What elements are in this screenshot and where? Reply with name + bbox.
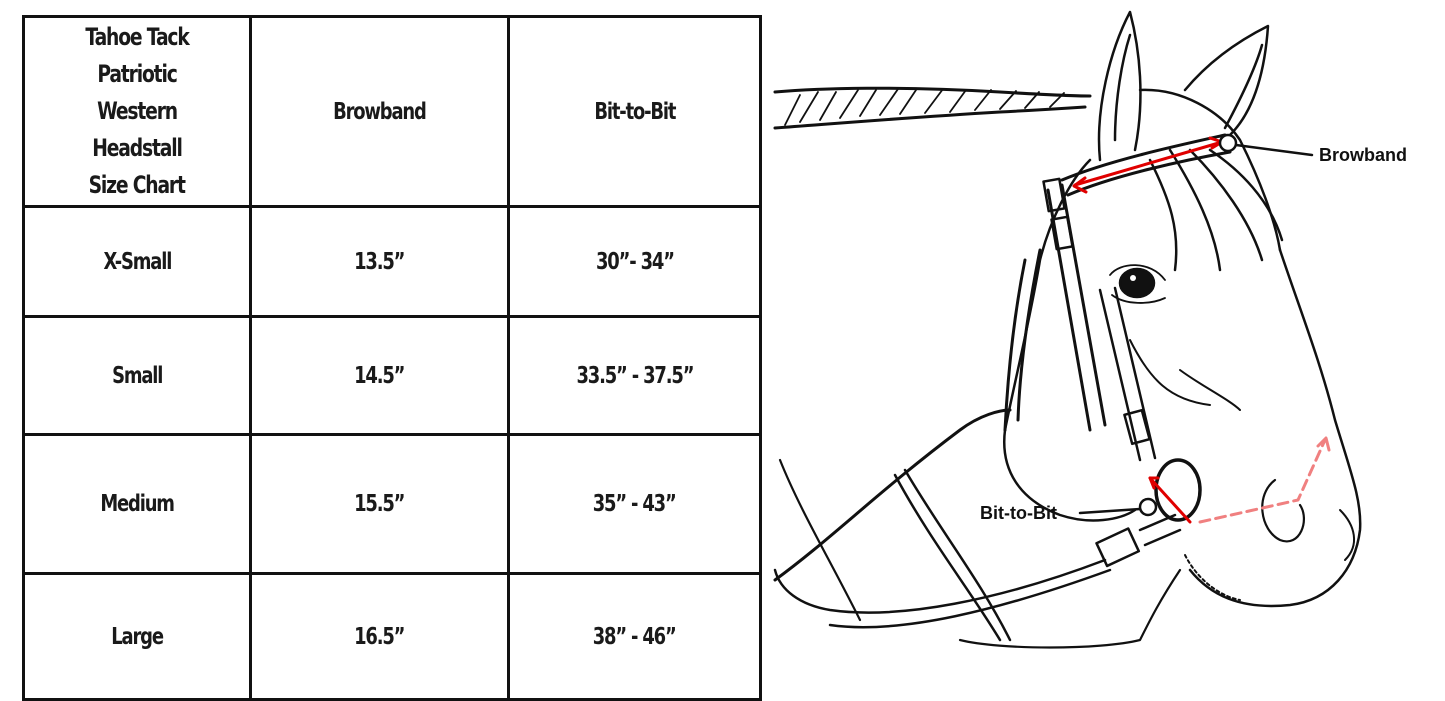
- browband-cell: 13.5”: [249, 205, 510, 318]
- bit-to-bit-cell: 38” - 46”: [507, 572, 762, 701]
- table-title-line: Size Chart: [88, 171, 186, 199]
- table-title-line: Western Headstall: [92, 97, 183, 162]
- bit-to-bit-cell: 30”- 34”: [507, 205, 762, 318]
- table-header-row: Tahoe Tack Patriotic Western Headstall S…: [22, 15, 762, 208]
- table-title-line: Tahoe Tack Patriotic: [85, 23, 189, 88]
- size-cell: Small: [22, 315, 252, 436]
- size-chart-table: Tahoe Tack Patriotic Western Headstall S…: [22, 15, 762, 701]
- bit-to-bit-cell: 35” - 43”: [507, 433, 762, 575]
- bit-to-bit-cell: 33.5” - 37.5”: [507, 315, 762, 436]
- browband-cell: 14.5”: [249, 315, 510, 436]
- bit-to-bit-callout-label: Bit-to-Bit: [980, 503, 1057, 523]
- table-row: Small 14.5” 33.5” - 37.5”: [22, 315, 762, 436]
- size-cell: Large: [22, 572, 252, 701]
- browband-cell: 16.5”: [249, 572, 510, 701]
- browband-callout-label: Browband: [1319, 145, 1407, 165]
- horse-head-illustration: [773, 10, 1362, 649]
- table-row: Medium 15.5” 35” - 43”: [22, 433, 762, 575]
- column-header-browband: Browband: [249, 15, 510, 208]
- size-cell: X-Small: [22, 205, 252, 318]
- size-cell: Medium: [22, 433, 252, 575]
- horse-headstall-diagram: Browband Bit-to-Bit: [770, 0, 1445, 670]
- table-row: Large 16.5” 38” - 46”: [22, 572, 762, 701]
- table-row: X-Small 13.5” 30”- 34”: [22, 205, 762, 318]
- browband-cell: 15.5”: [249, 433, 510, 575]
- column-header-bit-to-bit: Bit-to-Bit: [507, 15, 762, 208]
- table-title-cell: Tahoe Tack Patriotic Western Headstall S…: [22, 15, 252, 208]
